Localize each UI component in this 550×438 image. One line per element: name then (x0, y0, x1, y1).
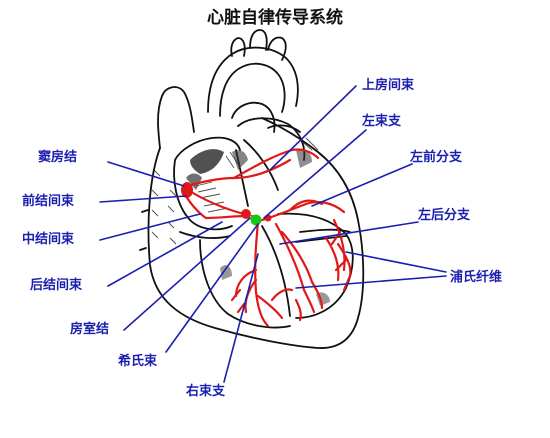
label-right-bundle-branch: 右束支 (186, 384, 226, 399)
leader-middle-internodal (99, 213, 201, 241)
label-left-anterior-fascicle: 左前分支 (410, 150, 463, 165)
label-anterior-internodal: 前结间束 (22, 194, 75, 209)
label-left-bundle-branch: 左束支 (362, 114, 402, 129)
leader-bachmann (269, 85, 357, 171)
leader-av-node (123, 217, 251, 331)
leader-sa-node (107, 161, 185, 187)
label-posterior-internodal: 后结间束 (30, 278, 83, 293)
leader-left-posterior (279, 221, 419, 245)
leader-left-anterior (311, 163, 413, 207)
label-purkinje-fibers: 浦氏纤维 (450, 270, 503, 285)
diagram-title: 心脏自律传导系统 (207, 8, 343, 28)
av-junction-marker (241, 209, 251, 219)
leader-purkinje-2 (295, 275, 447, 289)
leader-anterior-internodal (99, 195, 187, 203)
leader-posterior-internodal (107, 221, 223, 287)
leader-right-bundle (223, 253, 259, 383)
label-av-node: 房室结 (70, 322, 110, 337)
heart-hatching (151, 137, 319, 245)
leader-lines (99, 85, 447, 383)
label-his-bundle: 希氏束 (118, 354, 158, 369)
label-sa-node: 窦房结 (38, 150, 78, 165)
label-bachmann-bundle: 上房间束 (362, 78, 415, 93)
leader-his-bundle (165, 223, 259, 353)
leader-left-bundle (263, 129, 367, 219)
heart-outline (139, 29, 365, 349)
label-left-posterior-fascicle: 左后分支 (418, 208, 471, 223)
av-node-marker (250, 214, 262, 226)
label-middle-internodal: 中结间束 (22, 232, 75, 247)
leader-purkinje-1 (345, 251, 447, 273)
